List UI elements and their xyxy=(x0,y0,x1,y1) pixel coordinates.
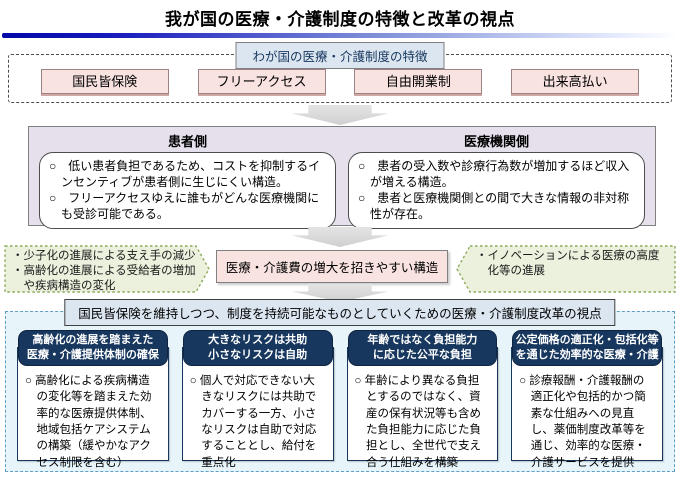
patient-header: 患者側 xyxy=(167,134,207,149)
patient-column: 患者側 ○ 低い患者負担であるため、コストを抑制するインセンティブが患者側に生じ… xyxy=(39,130,336,230)
pressure-innovation-text: ・イノベーションによる医療の高度 化等の進展 xyxy=(476,250,660,277)
down-arrow-icon xyxy=(292,227,388,247)
reform-column-header: 公定価格の適正化・包括化等 を通じた効率的な医療・介護 xyxy=(512,330,662,366)
reform-column-header: 高齢化の進展を踏まえた 医療・介護提供体制の確保 xyxy=(18,330,168,366)
reform-columns: 高齢化の進展を踏まえた 医療・介護提供体制の確保 ○ 高齢化による疾病構造の変化… xyxy=(17,330,663,469)
patient-point: ○ 低い患者負担であるため、コストを抑制するインセンティブが患者側に生じにくい構… xyxy=(49,159,321,189)
reform-column-header: 大きなリスクは共助 小さなリスクは自助 xyxy=(182,330,333,366)
provider-points-box: ○ 患者の受入数や診療行為数が増加するほど収入が増える構造。 ○ 患者と医療機関… xyxy=(348,152,645,230)
left-pointing-arrow-shape-icon xyxy=(456,245,676,293)
structure-panel: 患者側 ○ 低い患者負担であるため、コストを抑制するインセンティブが患者側に生じ… xyxy=(28,126,656,230)
title-underline-rule xyxy=(2,33,678,38)
reform-column-body: ○ 年齢により異なる負担とするのではなく、資産の保有状況等も含めた負担能力に応じ… xyxy=(354,375,482,469)
down-arrow-icon xyxy=(292,105,388,125)
features-label: わが国の医療・介護制度の特徴 xyxy=(235,42,445,69)
feature-item-free-practice: 自由開業制 xyxy=(354,69,483,94)
provider-point: ○ 患者の受入数や診療行為数が増加するほど収入が増える構造。 xyxy=(358,159,630,189)
patient-points-box: ○ 低い患者負担であるため、コストを抑制するインセンティブが患者側に生じにくい構… xyxy=(39,152,336,230)
reform-column-body-box: ○ 個人で対応できない大きなリスクには共助でカバーする一方、小さなリスクは自助で… xyxy=(181,347,334,469)
provider-column: 医療機関側 ○ 患者の受入数や診療行為数が増加するほど収入が増える構造。 ○ 患… xyxy=(348,130,645,230)
reform-column-elderly-system: 高齢化の進展を踏まえた 医療・介護提供体制の確保 ○ 高齢化による疾病構造の変化… xyxy=(17,330,169,469)
reform-column-header: 年齢ではなく負担能力 に応じた公平な負担 xyxy=(347,330,498,366)
provider-header: 医療機関側 xyxy=(463,134,529,149)
page-title: 我が国の医療・介護制度の特徴と改革の視点 xyxy=(165,10,515,29)
feature-item-free-access: フリーアクセス xyxy=(197,69,326,94)
pressure-innovation: ・イノベーションによる医療の高度 化等の進展 xyxy=(456,245,676,293)
cost-increase-box: 医療・介護費の増大を招きやすい構造 xyxy=(216,250,448,283)
feature-item-fee-for-service: 出来高払い xyxy=(511,69,640,94)
reform-perspective-label: 国民皆保険を維持しつつ、制度を持続可能なものとしていくための医療・介護制度改革の… xyxy=(64,299,616,326)
reform-column-fair-burden: 年齢ではなく負担能力 に応じた公平な負担 ○ 年齢により異なる負担とするのではな… xyxy=(346,330,499,469)
features-row: 国民皆保険 フリーアクセス 自由開業制 出来高払い xyxy=(12,69,668,94)
reform-column-body-box: ○ 診療報酬・介護報酬の適正化や包括的かつ簡素な仕組みへの見直し、薬価制度改革等… xyxy=(511,347,663,469)
reform-column-risk-sharing: 大きなリスクは共助 小さなリスクは自助 ○ 個人で対応できない大きなリスクには共… xyxy=(181,330,334,469)
reform-column-body-box: ○ 年齢により異なる負担とするのではなく、資産の保有状況等も含めた負担能力に応じ… xyxy=(346,347,499,469)
reform-column-body: ○ 個人で対応できない大きなリスクには共助でカバーする一方、小さなリスクは自助で… xyxy=(189,375,317,469)
reform-column-body-box: ○ 高齢化による疾病構造の変化等を踏まえた効率的な医療提供体制、地域包括ケアシス… xyxy=(17,347,169,469)
reform-column-body: ○ 高齢化による疾病構造の変化等を踏まえた効率的な医療提供体制、地域包括ケアシス… xyxy=(25,375,152,469)
pressure-demographics-text: ・少子化の進展による支え手の減少 ・高齢化の進展による受給者の増加 や疾病構造の… xyxy=(12,250,196,292)
feature-item-universal-insurance: 国民皆保険 xyxy=(40,69,169,94)
reform-column-body: ○ 診療報酬・介護報酬の適正化や包括的かつ簡素な仕組みへの見直し、薬価制度改革等… xyxy=(519,375,646,469)
provider-point: ○ 患者と医療機関側との間で大きな情報の非対称性が存在。 xyxy=(358,191,630,221)
reform-column-price-optimization: 公定価格の適正化・包括化等 を通じた効率的な医療・介護 ○ 診療報酬・介護報酬の… xyxy=(511,330,663,469)
reform-dashed-container: 高齢化の進展を踏まえた 医療・介護提供体制の確保 ○ 高齢化による疾病構造の変化… xyxy=(5,311,675,472)
right-pointing-arrow-shape-icon xyxy=(4,245,210,293)
pressure-demographics: ・少子化の進展による支え手の減少 ・高齢化の進展による受給者の増加 や疾病構造の… xyxy=(4,245,210,293)
patient-point: ○ フリーアクセスゆえに誰もがどんな医療機関にも受診可能である。 xyxy=(49,191,320,221)
